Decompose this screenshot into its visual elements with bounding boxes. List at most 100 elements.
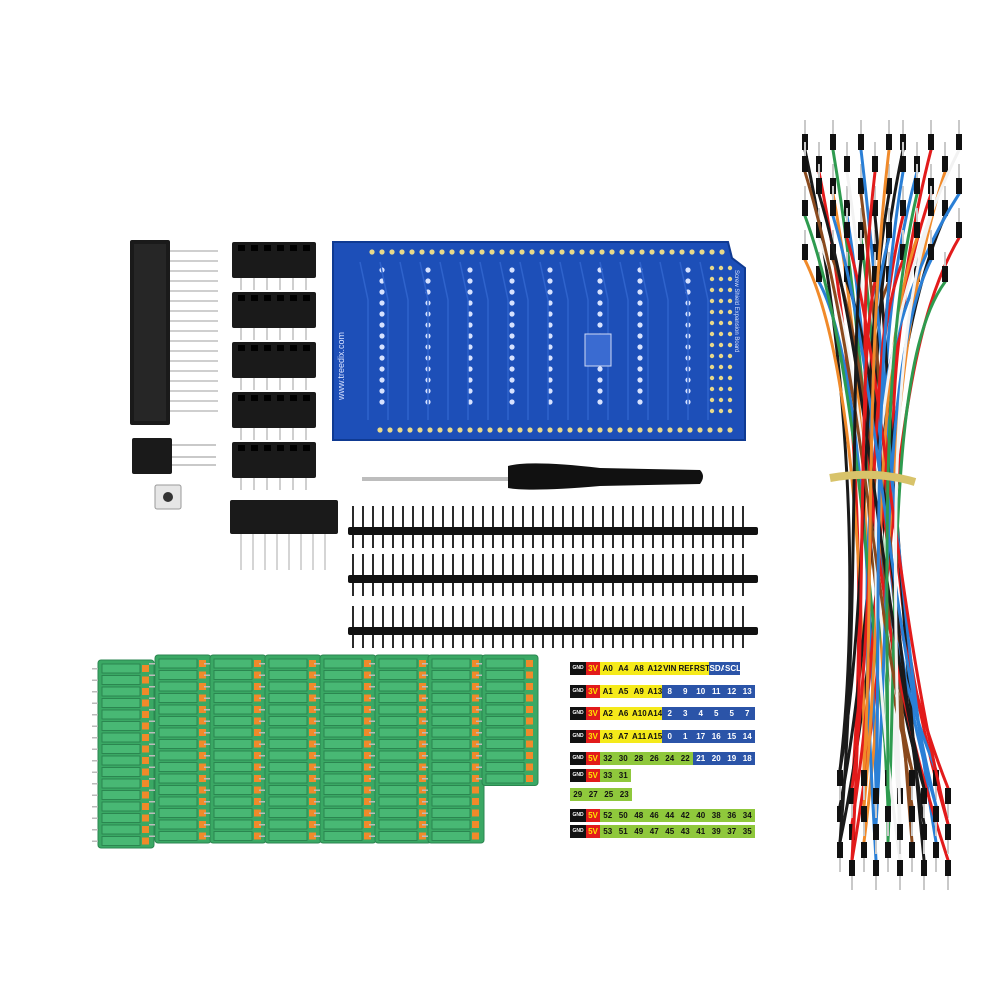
- male-header-strip: [348, 506, 758, 548]
- pin-label: 21: [693, 752, 709, 765]
- pin-label: 3: [677, 707, 693, 720]
- jumper-wire: [894, 214, 933, 826]
- pin-label: A8: [631, 662, 647, 675]
- wire-connector: [956, 134, 962, 150]
- wire-connector: [872, 200, 878, 216]
- pin-label: 52: [600, 809, 616, 822]
- pin-label: 49: [631, 825, 647, 838]
- wire-connector: [830, 200, 836, 216]
- jumper-wire: [817, 192, 926, 790]
- wire-connector: [872, 156, 878, 172]
- jumper-wire: [803, 214, 890, 772]
- pin-label: 13: [739, 685, 755, 698]
- pin-label: 16: [708, 730, 724, 743]
- wire-connector: [900, 244, 906, 260]
- pin-label: 34: [739, 809, 755, 822]
- pin-label: 48: [631, 809, 647, 822]
- male-header-strip: [348, 606, 758, 648]
- pin-label: REF: [677, 662, 693, 675]
- pin-label: A12: [646, 662, 662, 675]
- male-header-strip: [348, 554, 758, 596]
- terminal-block-column: [369, 654, 432, 844]
- pin-label: 7: [739, 707, 755, 720]
- pin-label: A2: [600, 707, 616, 720]
- pin-label: 43: [677, 825, 693, 838]
- jumper-wires-bundle: [802, 120, 962, 890]
- pin-label: 40: [693, 809, 709, 822]
- wire-connector: [816, 266, 822, 282]
- wire-connector: [886, 134, 892, 150]
- pin-label: 5V: [586, 825, 600, 838]
- pin-label: 0: [662, 730, 678, 743]
- pin-label: 1: [677, 730, 693, 743]
- pin-label: 3V: [586, 685, 600, 698]
- pin-label: 5V: [586, 752, 600, 765]
- reset-button-part: [154, 484, 182, 510]
- jumper-wire: [831, 214, 938, 808]
- wire-connector: [886, 222, 892, 238]
- terminal-block-column: [92, 659, 155, 849]
- pin-label: 33: [600, 769, 616, 782]
- jumper-wire: [874, 170, 905, 790]
- pcb-shield: www.treedix.com Screw Shield Expansion B…: [332, 241, 746, 441]
- wire-connector: [942, 200, 948, 216]
- pin-label: 12: [724, 685, 740, 698]
- pin-label: 9: [677, 685, 693, 698]
- pin-label: 3V: [586, 662, 600, 675]
- pin-label: GND: [570, 685, 586, 698]
- cable-tie: [829, 470, 917, 486]
- wire-connector: [914, 178, 920, 194]
- pin-label: GND: [570, 769, 586, 782]
- pin-label: 5: [708, 707, 724, 720]
- wire-connector: [844, 222, 850, 238]
- pin-label: 53: [600, 825, 616, 838]
- wire-connector: [872, 266, 878, 282]
- pin-label: 25: [601, 788, 617, 801]
- pin-label: A7: [615, 730, 631, 743]
- pin-label: 8: [662, 685, 678, 698]
- pin-label: 24: [662, 752, 678, 765]
- wire-connector: [956, 222, 962, 238]
- pin-label: A14: [646, 707, 662, 720]
- pin-label: 37: [724, 825, 740, 838]
- pin-label: A10: [631, 707, 647, 720]
- pin-label: 17: [693, 730, 709, 743]
- pin-label: 41: [693, 825, 709, 838]
- pin-label: 27: [585, 788, 601, 801]
- wire-connector: [802, 244, 808, 260]
- wire-connector: [858, 178, 864, 194]
- pin-label: GND: [570, 825, 586, 838]
- pin-label: 32: [600, 752, 616, 765]
- jumper-wire: [850, 280, 877, 862]
- pin-label: SCL: [724, 662, 740, 675]
- wire-connector: [858, 134, 864, 150]
- pin-label: 2: [662, 707, 678, 720]
- stackable-header-small: [132, 438, 216, 474]
- pin-label: A1: [600, 685, 616, 698]
- terminal-block-column: [259, 654, 322, 844]
- pin-label: 5V: [586, 809, 600, 822]
- pin-label: 39: [708, 825, 724, 838]
- wire-connector: [928, 200, 934, 216]
- pin-label: GND: [570, 809, 586, 822]
- pin-label: A0: [600, 662, 616, 675]
- pin-label: RST: [693, 662, 709, 675]
- terminal-block-column: [314, 654, 377, 844]
- jumper-wire: [838, 258, 863, 844]
- terminal-block-column: [476, 654, 539, 786]
- pin-label: A9: [631, 685, 647, 698]
- stackable-header-tall: [130, 240, 218, 425]
- pin-label: GND: [570, 730, 586, 743]
- terminal-block-column: [204, 654, 267, 844]
- pin-label: 5V: [586, 769, 600, 782]
- pin-label: 19: [724, 752, 740, 765]
- pin-label: 29: [570, 788, 586, 801]
- pin-label: 45: [662, 825, 678, 838]
- wire-connector: [928, 244, 934, 260]
- wire-connector: [844, 156, 850, 172]
